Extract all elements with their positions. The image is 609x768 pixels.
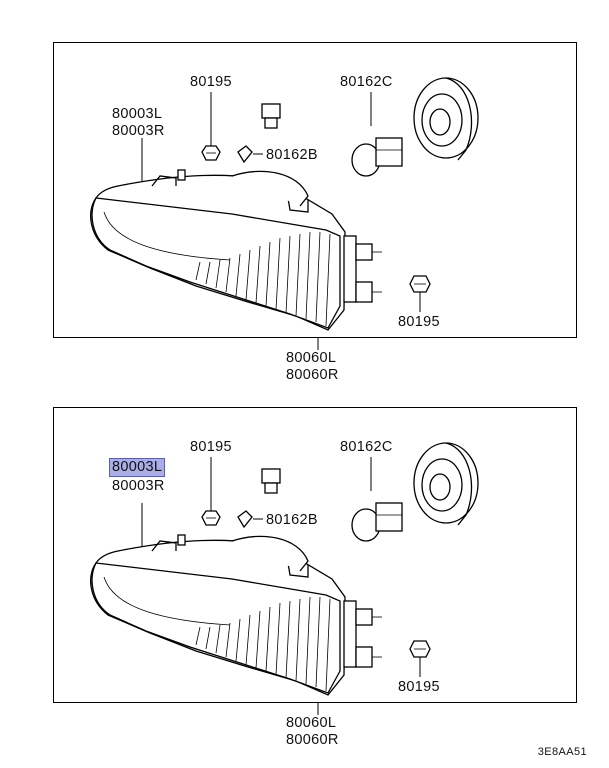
label-assembly-r-1[interactable]: 80060R [286, 367, 339, 383]
label-screw-top-1[interactable]: 80195 [190, 74, 232, 90]
label-screw-right-1[interactable]: 80195 [398, 314, 440, 330]
label-assembly-l-2[interactable]: 80060L [286, 715, 337, 731]
label-screw-right-2[interactable]: 80195 [398, 679, 440, 695]
label-housing-l-1[interactable]: 80003L [112, 106, 163, 122]
label-screw-top-2[interactable]: 80195 [190, 439, 232, 455]
label-housing-r-1[interactable]: 80003R [112, 123, 165, 139]
top-panel [53, 42, 577, 338]
label-bulb-2[interactable]: 80162C [340, 439, 393, 455]
label-small-bulb-1[interactable]: 80162B [266, 147, 318, 163]
diagram-code: 3E8AA51 [537, 746, 587, 758]
label-housing-l-2-highlighted[interactable]: 80003L [108, 458, 166, 477]
label-assembly-r-2[interactable]: 80060R [286, 732, 339, 748]
label-bulb-1[interactable]: 80162C [340, 74, 393, 90]
bottom-panel [53, 407, 577, 703]
label-housing-r-2[interactable]: 80003R [112, 478, 165, 494]
label-assembly-l-1[interactable]: 80060L [286, 350, 337, 366]
label-small-bulb-2[interactable]: 80162B [266, 512, 318, 528]
